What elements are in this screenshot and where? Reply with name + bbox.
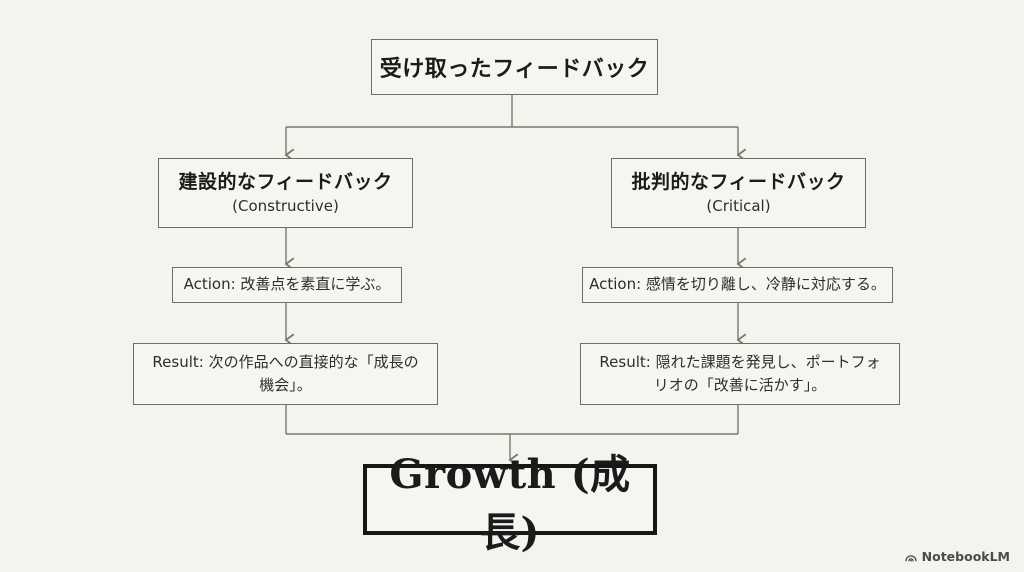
node-received-feedback: 受け取ったフィードバック [371, 39, 658, 95]
node-constructive-feedback: 建設的なフィードバック (Constructive) [158, 158, 413, 228]
constructive-action-text: Action: 改善点を素直に学ぶ。 [183, 275, 391, 294]
critical-result-text: Result: 隠れた課題を発見し、ポートフォリオの「改善に活かす」。 [599, 352, 881, 394]
node-critical-result: Result: 隠れた課題を発見し、ポートフォリオの「改善に活かす」。 [580, 343, 900, 405]
node-growth-outcome: Growth (成長) [363, 451, 657, 556]
critical-action-text: Action: 感情を切り離し、冷静に対応する。 [589, 275, 886, 294]
node-critical-action: Action: 感情を切り離し、冷静に対応する。 [582, 267, 893, 303]
constructive-title: 建設的なフィードバック [178, 171, 393, 194]
node-received-feedback-title: 受け取ったフィードバック [379, 56, 650, 82]
notebooklm-logo-icon [905, 554, 917, 561]
node-constructive-action: Action: 改善点を素直に学ぶ。 [172, 267, 402, 303]
notebooklm-label: NotebookLM [921, 549, 1010, 564]
node-constructive-result: Result: 次の作品への直接的な「成長の機会」。 [133, 343, 438, 405]
node-critical-feedback: 批判的なフィードバック (Critical) [611, 158, 866, 228]
constructive-result-text: Result: 次の作品への直接的な「成長の機会」。 [152, 352, 419, 394]
critical-title: 批判的なフィードバック [631, 171, 846, 194]
notebooklm-watermark: NotebookLM [904, 549, 1010, 564]
critical-subtitle: (Critical) [706, 196, 771, 215]
growth-title: Growth (成長) [389, 450, 631, 556]
constructive-subtitle: (Constructive) [232, 196, 339, 215]
